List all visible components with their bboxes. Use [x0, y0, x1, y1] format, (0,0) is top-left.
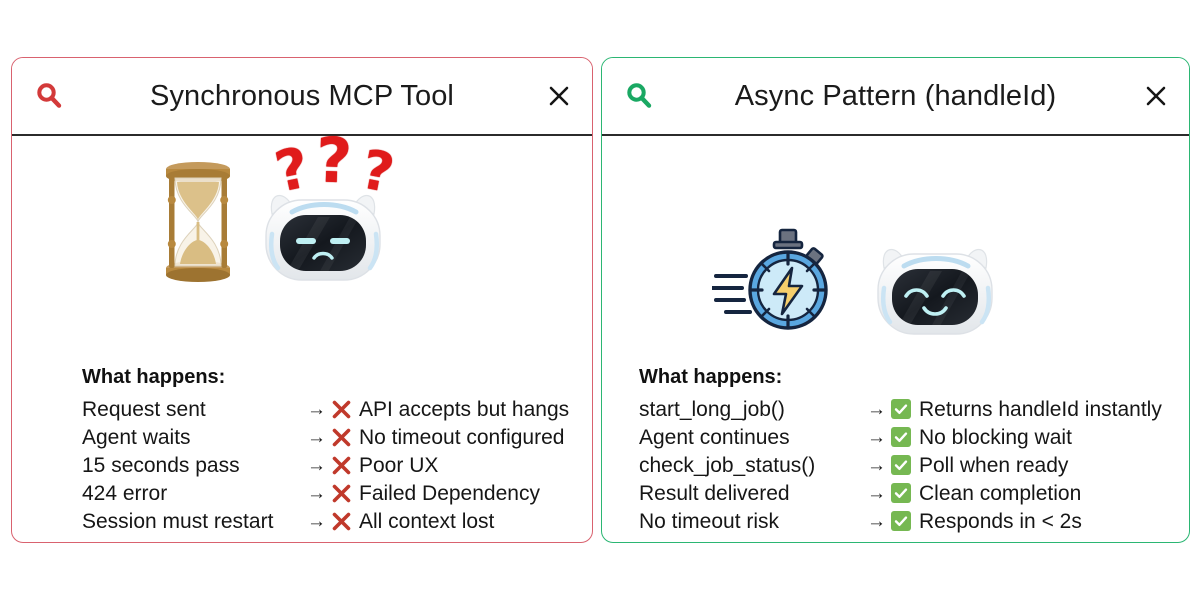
arrow-icon: →	[867, 454, 886, 476]
list-item: Result delivered → Clean completion	[639, 479, 1162, 507]
list-rows: Request sent → API accepts but hangs Age…	[82, 395, 569, 535]
row-cause: No timeout risk	[639, 509, 780, 533]
arrow-icon: →	[867, 426, 886, 448]
panel-header-synchronous: Synchronous MCP Tool	[12, 58, 592, 136]
what-happens-list-synchronous: What happens: Request sent → API accepts…	[82, 364, 569, 535]
arrow-icon: →	[307, 510, 326, 532]
row-cause: check_job_status()	[639, 453, 816, 477]
panel-header-async: Async Pattern (handleId)	[602, 58, 1189, 136]
row-effect: No blocking wait	[919, 425, 1072, 449]
panel-body-synchronous: ? ? ?	[12, 123, 592, 542]
row-effect: Poor UX	[359, 453, 439, 477]
question-mark-3: ?	[356, 137, 400, 206]
list-item: Agent waits → No timeout configured	[82, 423, 569, 451]
row-effect: Poll when ready	[919, 453, 1069, 477]
row-effect: All context lost	[359, 509, 495, 533]
list-item: 424 error → Failed Dependency	[82, 479, 569, 507]
panel-async-pattern: Async Pattern (handleId)	[601, 57, 1190, 543]
question-marks-icon: ? ? ?	[270, 123, 406, 206]
row-cause: Result delivered	[639, 481, 790, 505]
list-heading: What happens:	[639, 366, 783, 388]
row-cause: Session must restart	[82, 509, 274, 533]
list-rows: start_long_job() → Returns handleId inst…	[639, 395, 1162, 535]
check-mark-box	[891, 511, 911, 531]
check-mark-box	[891, 483, 911, 503]
cross-mark-icon	[331, 455, 359, 476]
panel-synchronous-mcp-tool: Synchronous MCP Tool	[11, 57, 593, 543]
question-mark-1: ?	[269, 135, 315, 206]
row-cause: Agent waits	[82, 425, 191, 449]
arrow-icon: →	[307, 398, 326, 420]
cross-mark-icon	[331, 427, 359, 448]
row-effect: Returns handleId instantly	[919, 397, 1162, 421]
check-mark-icon	[891, 511, 919, 531]
check-mark-box	[891, 455, 911, 475]
cross-mark-icon	[331, 511, 359, 532]
list-heading: What happens:	[82, 366, 226, 388]
list-item: No timeout risk → Responds in < 2s	[639, 507, 1162, 535]
arrow-icon: →	[867, 398, 886, 420]
page-title: Async Pattern (handleId)	[734, 79, 1057, 112]
check-mark-icon	[891, 455, 919, 475]
row-effect: Failed Dependency	[359, 481, 540, 505]
question-mark-2: ?	[314, 123, 354, 198]
row-cause: Request sent	[82, 397, 206, 421]
check-mark-box	[891, 427, 911, 447]
search-icon[interactable]	[622, 79, 656, 113]
panel-body-async: What happens: start_long_job() → R	[602, 136, 1189, 542]
hourglass-emoji	[160, 160, 236, 289]
arrow-icon: →	[867, 510, 886, 532]
arrow-icon: →	[307, 426, 326, 448]
row-cause: 15 seconds pass	[82, 453, 240, 477]
happy-robot-emoji	[870, 238, 1000, 343]
row-effect: No timeout configured	[359, 425, 565, 449]
page-title: Synchronous MCP Tool	[150, 79, 454, 112]
row-cause: start_long_job()	[639, 397, 785, 421]
what-happens-list-async: What happens: start_long_job() → R	[639, 364, 1162, 535]
close-icon[interactable]	[1141, 81, 1171, 111]
arrow-icon: →	[307, 454, 326, 476]
cross-mark-icon	[331, 483, 359, 504]
check-mark-icon	[891, 427, 919, 447]
list-item: Session must restart → All context lost	[82, 507, 569, 535]
stopwatch-emoji	[710, 228, 842, 343]
row-effect: Clean completion	[919, 481, 1082, 505]
arrow-icon: →	[867, 482, 886, 504]
arrow-icon: →	[307, 482, 326, 504]
list-item: start_long_job() → Returns handleId inst…	[639, 395, 1162, 423]
search-icon[interactable]	[32, 79, 66, 113]
check-mark-icon	[891, 483, 919, 503]
check-mark-box	[891, 399, 911, 419]
row-effect: API accepts but hangs	[359, 397, 570, 421]
cross-mark-icon	[331, 399, 359, 420]
list-item: check_job_status() → Poll when ready	[639, 451, 1162, 479]
list-item: Request sent → API accepts but hangs	[82, 395, 569, 423]
row-cause: Agent continues	[639, 425, 790, 449]
art-row-async	[710, 228, 1000, 343]
row-effect: Responds in < 2s	[919, 509, 1082, 533]
check-mark-icon	[891, 399, 919, 419]
art-row-synchronous: ? ? ?	[160, 123, 399, 289]
confused-robot-emoji: ? ? ?	[258, 123, 399, 289]
row-cause: 424 error	[82, 481, 168, 505]
list-item: 15 seconds pass → Poor UX	[82, 451, 569, 479]
list-item: Agent continues → No blocking wait	[639, 423, 1162, 451]
close-icon[interactable]	[544, 81, 574, 111]
